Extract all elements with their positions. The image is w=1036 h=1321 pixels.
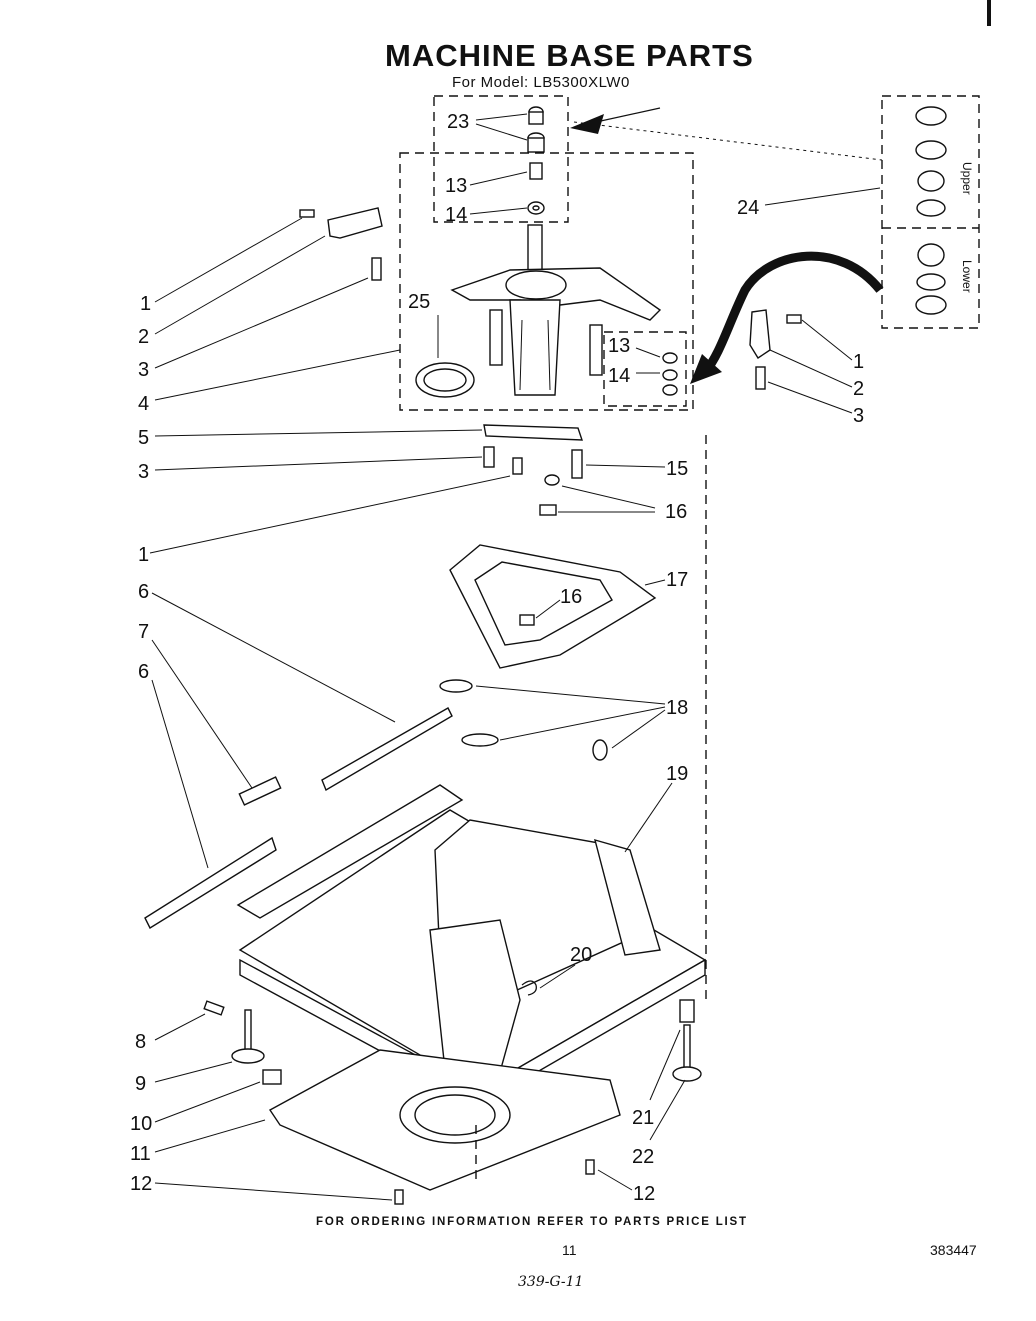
part-8-pin [203, 1000, 225, 1016]
callout-9: 9 [135, 1073, 146, 1095]
left-bracket-parts [299, 207, 383, 281]
part-15-spring [571, 449, 583, 479]
group-box-top [433, 95, 569, 223]
part-14-washer [527, 201, 545, 215]
part-16-pad [539, 504, 557, 516]
callout-23: 23 [447, 111, 469, 133]
part-13-14-small-parts [662, 352, 678, 396]
callout-20: 20 [570, 944, 592, 966]
callout-25: 25 [408, 291, 430, 313]
part-23-caps [527, 106, 545, 153]
callout-14-small: 14 [608, 365, 630, 387]
part-6-strap-lower [144, 836, 277, 929]
right-bracket-parts [749, 309, 802, 390]
callout-4: 4 [138, 393, 149, 415]
callout-16-top: 16 [665, 501, 687, 523]
callout-8: 8 [135, 1031, 146, 1053]
callout-1-right: 1 [853, 351, 864, 373]
part-19-machine-base [236, 784, 707, 1106]
bearing-kit-box [881, 95, 980, 329]
direction-arrow-top [570, 107, 661, 134]
callout-7: 7 [138, 621, 149, 643]
lower-bearings [915, 243, 947, 315]
part-10-bracket [262, 1069, 282, 1085]
callout-1-left: 1 [140, 293, 151, 315]
callout-2-right: 2 [853, 378, 864, 400]
part-3-pin [483, 446, 495, 468]
part-18-plate-1 [439, 679, 473, 693]
part-18-plate-2 [461, 733, 499, 747]
part-4-transmission [450, 224, 662, 396]
callout-3-left: 3 [138, 359, 149, 381]
part-7-spring [238, 776, 282, 806]
callout-18: 18 [666, 697, 688, 719]
part-16-clip [544, 474, 560, 486]
part-20-clip [521, 980, 537, 996]
upper-label: Upper [960, 162, 974, 195]
callout-22: 22 [632, 1146, 654, 1168]
callout-2-left: 2 [138, 326, 149, 348]
ordering-note: FOR ORDERING INFORMATION REFER TO PARTS … [316, 1216, 748, 1228]
callout-3-right: 3 [853, 405, 864, 427]
part-17-frame [449, 544, 657, 669]
group-box-small-parts [603, 331, 687, 407]
callout-10: 10 [130, 1113, 152, 1135]
callout-5: 5 [138, 427, 149, 449]
callout-12-right: 12 [633, 1183, 655, 1205]
callout-1-mid: 1 [138, 544, 149, 566]
part-6-strap-upper [321, 707, 453, 792]
lower-label: Lower [960, 260, 974, 293]
callout-12-left: 12 [130, 1173, 152, 1195]
part-13-spacer [529, 162, 543, 180]
callout-6-upper: 6 [138, 581, 149, 603]
margin-mark [987, 0, 991, 26]
callout-6-lower: 6 [138, 661, 149, 683]
part-12-screw-right [585, 1159, 595, 1175]
callout-11: 11 [130, 1143, 151, 1165]
curved-arrow-head [690, 354, 722, 384]
part-5-bracket [483, 424, 583, 441]
callout-16-lower: 16 [560, 586, 582, 608]
part-11-base-pan [268, 1049, 621, 1191]
callout-15: 15 [666, 458, 688, 480]
handwritten-code: 339-G-11 [518, 1274, 584, 1290]
bearing-kit-leader [573, 121, 883, 161]
model-subtitle: For Model: LB5300XLW0 [452, 74, 630, 91]
group-box-transmission [399, 152, 694, 411]
upper-bearings [915, 106, 947, 217]
page-number: 11 [562, 1242, 577, 1258]
callout-24: 24 [737, 197, 759, 219]
callout-13-small: 13 [608, 335, 630, 357]
part-25-seal-ring [415, 362, 475, 398]
callout-13-top: 13 [445, 175, 467, 197]
part-18-clip [592, 739, 608, 761]
callout-19: 19 [666, 763, 688, 785]
leader-lines [149, 113, 881, 1201]
part-9-foot [231, 1009, 265, 1064]
callout-3-mid: 3 [138, 461, 149, 483]
document-number: 383447 [930, 1242, 977, 1258]
callout-14-top: 14 [445, 204, 467, 226]
part-12-screw-left [394, 1189, 404, 1205]
part-21-nut [679, 999, 695, 1023]
callout-21: 21 [632, 1107, 654, 1129]
part-22-foot [672, 1024, 702, 1082]
curved-direction-arrow [701, 251, 884, 375]
part-1-bolt [512, 457, 523, 475]
callout-17: 17 [666, 569, 688, 591]
page-title: MACHINE BASE PARTS [385, 38, 754, 73]
part-16-lower-pad [519, 614, 535, 626]
